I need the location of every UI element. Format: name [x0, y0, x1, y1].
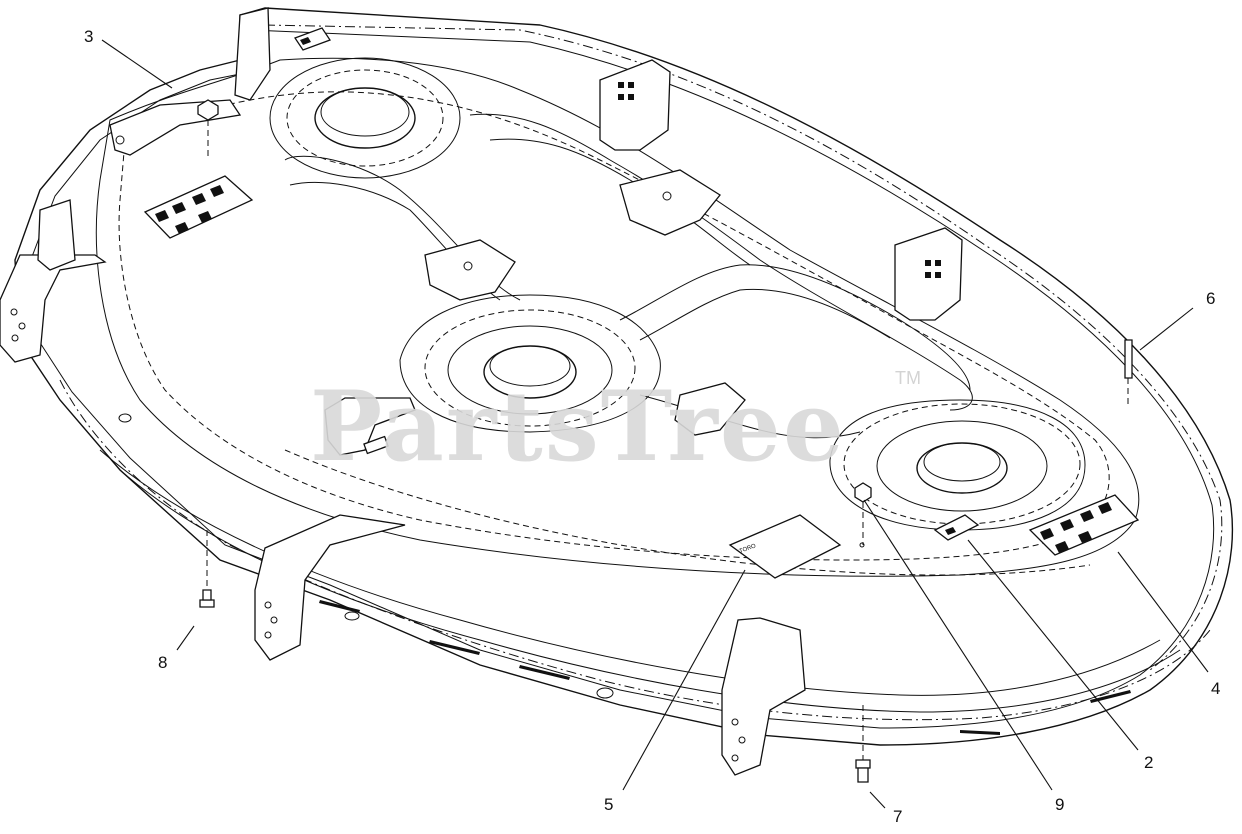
callout-numbers: 3 6 4 2 9 5 7 8	[84, 27, 1220, 826]
decal-2	[933, 514, 980, 541]
leader-lines	[101, 39, 1209, 809]
watermark: PartsTree TM	[310, 368, 921, 483]
callout-5: 5	[604, 795, 613, 814]
bolt-7	[855, 705, 871, 783]
leader-9	[863, 499, 1053, 791]
leader-8	[176, 625, 195, 651]
bolt-spindle-right	[854, 482, 872, 548]
decal-5-label: TORO	[739, 543, 758, 555]
callout-7: 7	[893, 807, 902, 826]
belt-channels	[284, 113, 973, 439]
leader-3	[101, 39, 173, 89]
rear-left-top-bracket	[37, 7, 271, 271]
bolt-8	[199, 530, 215, 608]
discharge-chute-mount	[324, 397, 416, 456]
center-hanger-brackets	[424, 169, 746, 436]
decal-rear-top	[294, 27, 331, 51]
leader-5	[622, 569, 746, 791]
left-bracket-front	[254, 514, 406, 661]
callout-6: 6	[1206, 289, 1215, 308]
rear-bracket-left	[599, 59, 671, 151]
callout-9: 9	[1055, 795, 1064, 814]
callout-3: 3	[84, 27, 93, 46]
spindle-right	[829, 399, 1086, 531]
front-bracket-right	[721, 617, 806, 776]
decal-warning-rear	[143, 175, 254, 239]
decal-5: TORO	[728, 514, 842, 579]
leader-7	[869, 791, 886, 809]
leader-2	[967, 539, 1139, 751]
callout-2: 2	[1144, 753, 1153, 772]
pin-6	[1124, 339, 1133, 405]
leader-6	[1139, 307, 1194, 351]
callout-4: 4	[1211, 679, 1220, 698]
watermark-trademark: TM	[895, 368, 921, 388]
callout-8: 8	[158, 653, 167, 672]
rear-bracket-right	[894, 227, 963, 321]
watermark-text: PartsTree	[310, 370, 846, 483]
spindle-left	[269, 57, 461, 179]
decal-warning-4	[1028, 494, 1140, 556]
left-bracket-rear	[0, 254, 107, 363]
bolt-rear-left	[197, 99, 219, 160]
spindle-center	[399, 294, 661, 433]
leader-4	[1117, 551, 1209, 673]
